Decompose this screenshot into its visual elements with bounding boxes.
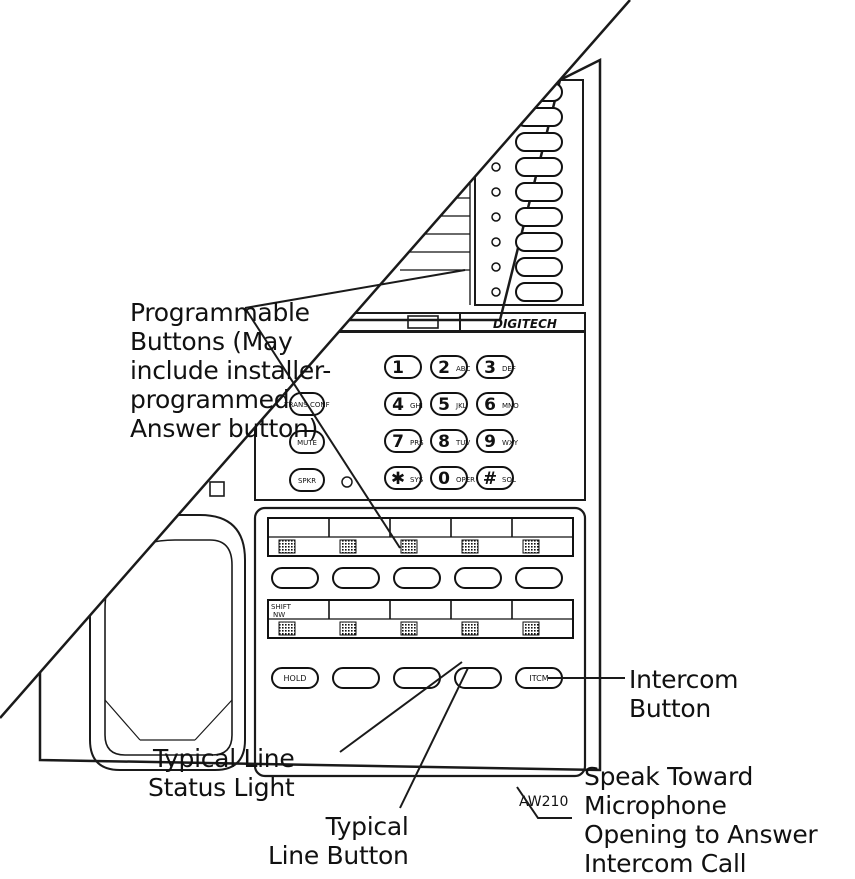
status-light <box>491 187 501 197</box>
dialpad-digit: 4 <box>392 395 404 415</box>
callout-programmable-buttons: Programmable Buttons (May include instal… <box>130 298 332 443</box>
handset-cradle <box>89 481 246 771</box>
dialpad-letters: OPER <box>456 476 475 484</box>
programmable-button[interactable] <box>491 157 563 177</box>
dialpad-letters: SYS <box>410 476 424 484</box>
line-status-light <box>278 621 296 636</box>
brand-label: DIGITECH <box>493 317 557 331</box>
line-button[interactable] <box>454 667 502 689</box>
dialpad-digit: # <box>483 469 497 489</box>
line-status-light <box>461 539 479 554</box>
dialpad-letters: MNO <box>502 402 519 410</box>
status-light <box>491 237 501 247</box>
programmable-area <box>400 79 584 306</box>
dialpad-key[interactable]: 3 DEF <box>476 355 516 379</box>
line-status-light <box>278 539 296 554</box>
line-button[interactable] <box>393 567 441 589</box>
line-status-light <box>461 621 479 636</box>
button-label: ITCM <box>529 674 548 683</box>
callout-line-button: Typical Line Button <box>268 812 409 870</box>
dialpad: 1 2 ABC 3 DEF 4 GHI 5 JKL 6 MNO 7 PRS 8 TUV 9 WXY ✱ SYS 0 OP… <box>384 355 519 490</box>
shift-sub-label: NW <box>273 611 285 619</box>
shift-label: SHIFT <box>271 603 292 611</box>
programmable-button[interactable] <box>491 182 563 202</box>
dialpad-digit: 3 <box>484 358 496 378</box>
dialpad-letters: SOL <box>502 476 516 484</box>
dialpad-letters: GHI <box>410 402 423 410</box>
dialpad-letters: DEF <box>502 365 516 373</box>
dialpad-key[interactable]: ✱ SYS <box>384 466 424 490</box>
callout-intercom-button: Intercom Button <box>629 665 739 723</box>
line-status-light <box>339 621 357 636</box>
dialpad-letters: WXY <box>502 439 519 447</box>
dialpad-digit: 6 <box>484 395 496 415</box>
status-light <box>491 112 501 122</box>
line-button[interactable] <box>271 567 319 589</box>
line-button[interactable] <box>332 667 380 689</box>
diagonal-divider <box>0 0 631 719</box>
programmable-button[interactable] <box>491 232 563 252</box>
figure-id: AW210 <box>519 794 568 810</box>
function-key[interactable]: SPKR <box>289 468 325 492</box>
dialpad-digit: 9 <box>484 432 496 452</box>
line-status-light <box>339 539 357 554</box>
status-light <box>491 137 501 147</box>
programmable-button[interactable] <box>491 207 563 227</box>
line-button[interactable] <box>515 567 563 589</box>
leader-lines <box>244 269 625 819</box>
callout-line-status-light: Typical Line Status Light <box>148 744 295 802</box>
dialpad-letters: TUV <box>455 439 470 447</box>
line-button[interactable] <box>393 667 441 689</box>
function-key-label: MUTE <box>297 439 317 447</box>
dialpad-digit: 2 <box>438 358 450 378</box>
line-status-light <box>400 539 418 554</box>
dialpad-digit: 8 <box>438 432 450 452</box>
line-status-light <box>400 621 418 636</box>
dialpad-key[interactable]: # SOL <box>476 466 516 490</box>
dialpad-digit: 7 <box>392 432 404 452</box>
dialpad-digit: 5 <box>438 395 450 415</box>
status-light <box>491 87 501 97</box>
programmable-button[interactable] <box>491 132 563 152</box>
dialpad-key[interactable]: 7 PRS <box>384 429 424 453</box>
programmable-button[interactable] <box>491 82 563 102</box>
line-button[interactable] <box>454 567 502 589</box>
callout-speak-toward-microphone: Speak Toward Microphone Opening to Answe… <box>584 762 818 878</box>
programmable-button[interactable] <box>491 282 563 302</box>
dialpad-key[interactable]: 5 JKL <box>430 392 468 416</box>
line-button[interactable] <box>332 567 380 589</box>
status-light <box>491 162 501 172</box>
dialpad-key[interactable]: 6 MNO <box>476 392 519 416</box>
dialpad-key[interactable]: 0 OPER <box>430 466 475 490</box>
function-key-label: SPKR <box>298 477 316 485</box>
dialpad-key[interactable]: 8 TUV <box>430 429 470 453</box>
dialpad-key[interactable]: 2 ABC <box>430 355 470 379</box>
dialpad-key[interactable]: 9 WXY <box>476 429 519 453</box>
line-status-light <box>522 539 540 554</box>
hold-button[interactable]: HOLD <box>271 667 319 689</box>
status-light <box>491 212 501 222</box>
programmable-button[interactable] <box>491 257 563 277</box>
line-status-light <box>522 621 540 636</box>
speaker-light <box>341 476 353 488</box>
function-key[interactable]: MUTE <box>289 430 325 454</box>
button-label: HOLD <box>284 674 307 683</box>
dialpad-key[interactable]: 4 GHI <box>384 392 423 416</box>
dialpad-digit: 0 <box>438 469 450 489</box>
status-light <box>491 262 501 272</box>
status-light <box>491 287 501 297</box>
dialpad-digit: ✱ <box>391 469 405 489</box>
dialpad-key[interactable]: 1 <box>384 355 422 379</box>
dialpad-letters: PRS <box>410 439 424 447</box>
dialpad-letters: JKL <box>455 402 467 410</box>
dialpad-digit: 1 <box>392 358 404 378</box>
dialpad-letters: ABC <box>456 365 470 373</box>
